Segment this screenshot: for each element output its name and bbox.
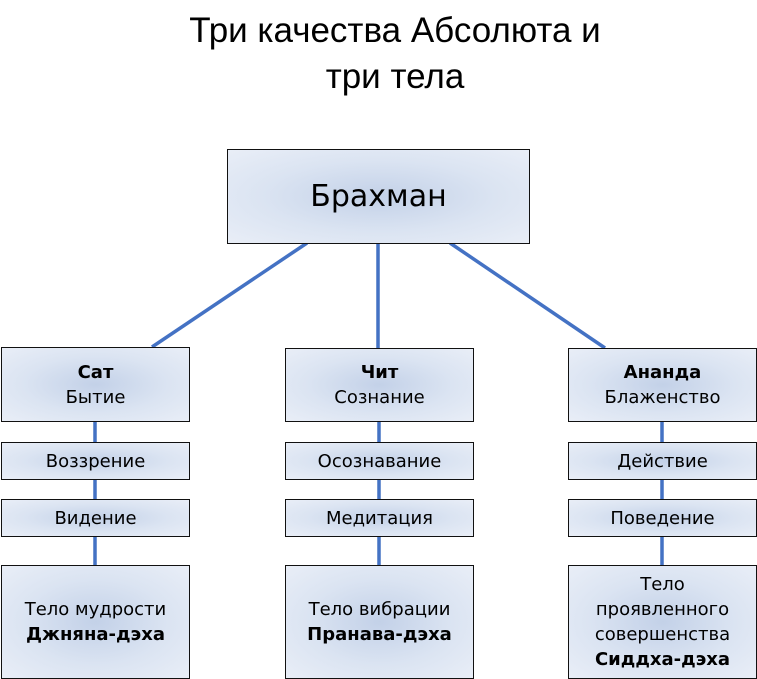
node-sat: Сат Бытие <box>1 347 190 422</box>
node-ananda-level2: Поведение <box>568 499 757 537</box>
node-ananda-level1: Действие <box>568 442 757 480</box>
node-label: Осознавание <box>317 450 442 472</box>
node-name: Чит <box>360 362 399 383</box>
node-meaning: Бытие <box>65 386 126 408</box>
connector-root-ananda <box>449 241 606 350</box>
body-label: Тело <box>640 574 685 595</box>
node-chit: Чит Сознание <box>285 348 474 422</box>
node-sat-level2: Видение <box>1 499 190 537</box>
node-name: Ананда <box>623 362 702 383</box>
title-line-2: три тела <box>325 57 465 96</box>
body-name: Сиддха-дэха <box>594 649 731 670</box>
node-sat-level1: Воззрение <box>1 442 190 480</box>
node-chit-body: Тело вибрации Пранава-дэха <box>285 565 474 679</box>
root-node-brahman: Брахман <box>227 149 530 244</box>
root-label: Брахман <box>310 179 447 214</box>
body-name: Пранава-дэха <box>307 624 452 645</box>
node-sat-body: Тело мудрости Джняна-дэха <box>1 565 190 679</box>
body-label: совершенства <box>594 624 731 645</box>
diagram-title: Три качества Абсолюта и три тела <box>0 8 757 100</box>
connector-root-sat <box>151 241 308 349</box>
node-label: Поведение <box>610 507 715 529</box>
node-meaning: Блаженство <box>604 387 721 408</box>
node-ananda: Ананда Блаженство <box>568 348 757 422</box>
node-ananda-body: Тело проявленного совершенства Сиддха-дэ… <box>568 565 757 679</box>
node-label: Видение <box>54 507 137 529</box>
title-line-1: Три качества Абсолюта и <box>189 11 601 50</box>
body-label: проявленного <box>595 599 730 620</box>
body-name: Джняна-дэха <box>26 624 165 645</box>
node-chit-level1: Осознавание <box>285 442 474 480</box>
body-label: Тело мудрости <box>24 599 167 620</box>
node-label: Медитация <box>325 507 434 529</box>
node-chit-level2: Медитация <box>285 499 474 537</box>
node-name: Сат <box>77 361 114 383</box>
node-label: Воззрение <box>45 450 146 472</box>
node-label: Действие <box>617 450 708 472</box>
node-meaning: Сознание <box>334 387 425 408</box>
body-label: Тело вибрации <box>308 599 451 620</box>
